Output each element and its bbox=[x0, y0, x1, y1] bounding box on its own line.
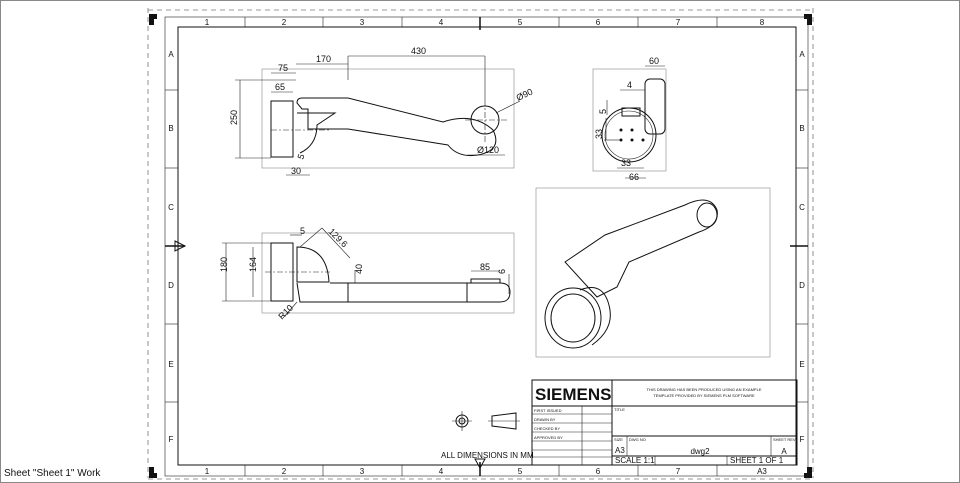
column-label: 6 bbox=[596, 467, 601, 476]
dimensions-note: ALL DIMENSIONS IN MM bbox=[441, 451, 534, 460]
row-label: D bbox=[799, 281, 805, 290]
row-label: F bbox=[169, 435, 174, 444]
approved-by-label: APPROVED BY bbox=[534, 435, 563, 440]
checked-by-label: CHECKED BY bbox=[534, 426, 560, 431]
column-label: 5 bbox=[518, 467, 523, 476]
column-label: A3 bbox=[757, 467, 767, 476]
dimension-label: 164 bbox=[248, 257, 258, 272]
row-label: B bbox=[168, 124, 173, 133]
dimension-label: 5 bbox=[295, 153, 306, 161]
drawn-by-label: DRAWN BY bbox=[534, 417, 556, 422]
row-labels: A B C D E F A B C D E F bbox=[168, 50, 805, 444]
dimension-label: 180 bbox=[219, 257, 229, 272]
size-value: A3 bbox=[615, 446, 625, 455]
dimension-label: 65 bbox=[275, 82, 285, 92]
title-label: TITLE bbox=[614, 407, 625, 412]
siemens-logo: SIEMENS bbox=[535, 385, 612, 404]
top-view[interactable]: 170 430 75 65 250 Ø90 Ø120 30 5 bbox=[229, 46, 534, 176]
row-label: D bbox=[168, 281, 174, 290]
column-label: 8 bbox=[760, 18, 765, 27]
sheet-rev-label: SHEET REV bbox=[773, 437, 796, 442]
column-label: 2 bbox=[282, 467, 287, 476]
front-view[interactable]: 5 129.6 180 164 40 85 6 R10 bbox=[219, 226, 515, 322]
dimension-label: 430 bbox=[411, 46, 426, 56]
sheet-boundary bbox=[147, 8, 814, 480]
dimension-label: Ø90 bbox=[515, 87, 535, 103]
size-label: SIZE bbox=[614, 437, 623, 442]
column-label: 4 bbox=[439, 467, 444, 476]
dimension-label: 40 bbox=[354, 264, 364, 274]
dimension-label: 85 bbox=[480, 262, 490, 272]
dwg-no-label: DWG NO bbox=[629, 437, 646, 442]
column-label: 3 bbox=[360, 18, 365, 27]
sheet-count: SHEET 1 OF 1 bbox=[730, 456, 784, 465]
zone-dividers bbox=[165, 17, 808, 476]
dimension-label: 5 bbox=[300, 226, 305, 236]
dimension-label: 66 bbox=[629, 172, 639, 182]
dimension-label: 129.6 bbox=[327, 226, 350, 249]
dimension-label: 4 bbox=[627, 80, 632, 90]
isometric-view[interactable] bbox=[535, 187, 771, 358]
column-label: 3 bbox=[360, 467, 365, 476]
disclaimer-text: TEMPLATE PROVIDED BY SIEMENS PLM SOFTWAR… bbox=[653, 393, 755, 398]
dimension-label: 30 bbox=[291, 166, 301, 176]
column-label: 2 bbox=[282, 18, 287, 27]
column-label: 7 bbox=[676, 18, 681, 27]
dimension-label: 60 bbox=[649, 56, 659, 66]
title-block: SIEMENS THIS DRAWING HAS BEEN PRODUCED U… bbox=[531, 379, 798, 466]
dimension-label: 5 bbox=[598, 109, 608, 114]
row-label: C bbox=[168, 203, 174, 212]
column-label: 4 bbox=[439, 18, 444, 27]
row-label: E bbox=[799, 360, 804, 369]
first-issued-label: FIRST ISSUED bbox=[534, 408, 562, 413]
column-label: 1 bbox=[205, 467, 210, 476]
dimension-label: 75 bbox=[278, 63, 288, 73]
projection-symbol bbox=[452, 411, 520, 431]
dimension-label: 6 bbox=[497, 269, 507, 274]
row-label: B bbox=[799, 124, 804, 133]
column-labels-bottom: 1 2 3 4 5 6 7 A3 bbox=[205, 467, 768, 476]
orientation-arrow-icon bbox=[174, 240, 187, 252]
row-label: F bbox=[800, 435, 805, 444]
outer-frame bbox=[164, 16, 809, 477]
dimension-label: 33 bbox=[594, 129, 604, 139]
dimension-label: 250 bbox=[229, 110, 239, 125]
side-view[interactable]: 60 4 5 33 33 66 bbox=[592, 56, 667, 182]
sheet-rev-value: A bbox=[781, 447, 787, 456]
dimension-label: 33 bbox=[621, 158, 631, 168]
orientation-arrow-icon bbox=[474, 458, 486, 470]
dimension-label: Ø120 bbox=[477, 145, 499, 155]
column-label: 7 bbox=[676, 467, 681, 476]
row-label: E bbox=[168, 360, 173, 369]
column-label: 6 bbox=[596, 18, 601, 27]
scale-value: SCALE 1:1 bbox=[615, 456, 655, 465]
centering-marks bbox=[165, 17, 808, 476]
row-label: C bbox=[799, 203, 805, 212]
column-label: 1 bbox=[205, 18, 210, 27]
disclaimer-text: THIS DRAWING HAS BEEN PRODUCED USING AN … bbox=[647, 387, 762, 392]
status-bar: Sheet "Sheet 1" Work bbox=[4, 468, 101, 479]
corner-marks bbox=[149, 14, 812, 478]
column-labels-top: 1 2 3 4 5 6 7 8 bbox=[205, 18, 765, 27]
dimension-label: 170 bbox=[316, 54, 331, 64]
dwg-no-value: dwg2 bbox=[690, 447, 710, 456]
row-label: A bbox=[799, 50, 805, 59]
column-label: 5 bbox=[518, 18, 523, 27]
row-label: A bbox=[168, 50, 174, 59]
dimension-label: R10 bbox=[276, 303, 295, 322]
